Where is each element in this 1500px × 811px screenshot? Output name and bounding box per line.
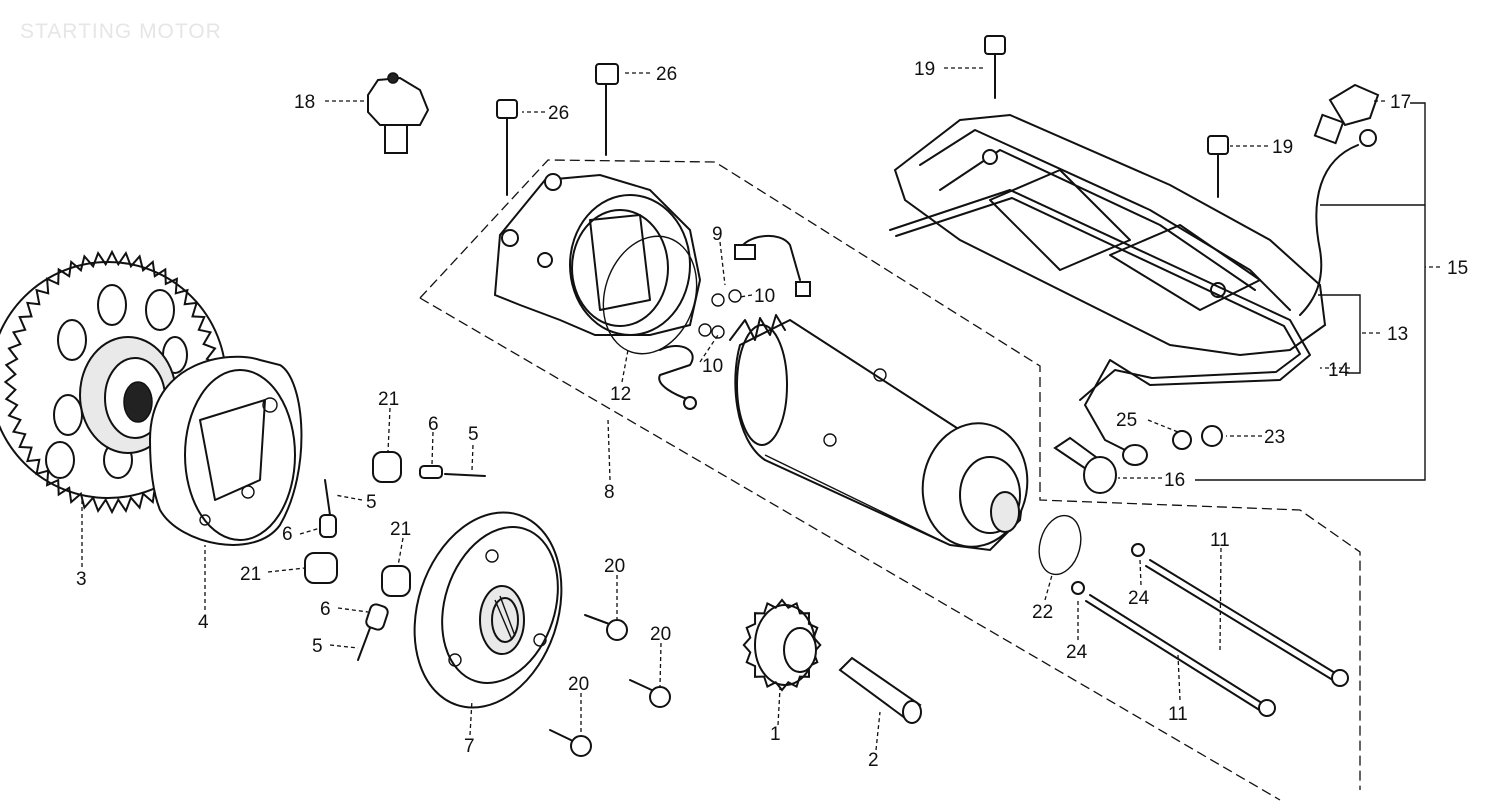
motor-body bbox=[729, 314, 1029, 552]
callout-6a: 6 bbox=[428, 414, 439, 435]
callout-labels: 1 2 3 4 5 5 5 6 6 6 7 8 9 10 10 11 11 12… bbox=[76, 59, 1468, 771]
diagram-title: STARTING MOTOR bbox=[20, 20, 222, 43]
callout-21b: 21 bbox=[390, 519, 411, 540]
callout-20b: 20 bbox=[650, 624, 671, 645]
callout-14: 14 bbox=[1328, 360, 1350, 381]
callout-4: 4 bbox=[198, 612, 209, 633]
callout-20a: 20 bbox=[604, 556, 625, 577]
callout-11b: 11 bbox=[1168, 704, 1188, 725]
callout-19a: 19 bbox=[914, 59, 935, 80]
callout-11a: 11 bbox=[1210, 530, 1230, 551]
cover-mount-bolts bbox=[984, 35, 1229, 198]
callout-6b: 6 bbox=[282, 524, 293, 545]
callout-19b: 19 bbox=[1272, 137, 1293, 158]
cover-gasket bbox=[889, 189, 1311, 456]
callout-21c: 21 bbox=[240, 564, 261, 585]
callout-16: 16 bbox=[1164, 470, 1185, 491]
springs-and-caps bbox=[319, 465, 486, 661]
leader-lines bbox=[81, 67, 1440, 751]
brush-holder bbox=[658, 234, 811, 410]
motor-front-cover bbox=[493, 173, 702, 336]
starter-cable bbox=[1299, 83, 1380, 316]
callout-1: 1 bbox=[770, 724, 781, 745]
callout-22: 22 bbox=[1032, 602, 1053, 623]
long-bolts bbox=[496, 63, 619, 196]
neutral-switch bbox=[367, 72, 430, 154]
callout-3: 3 bbox=[76, 569, 87, 590]
idle-gear-shaft bbox=[838, 656, 922, 724]
assembly-outline bbox=[419, 159, 1361, 801]
callout-12: 12 bbox=[610, 384, 631, 405]
callout-20c: 20 bbox=[568, 674, 589, 695]
o-ring-22 bbox=[1038, 514, 1082, 576]
callout-25: 25 bbox=[1116, 410, 1137, 431]
callout-10b: 10 bbox=[702, 356, 723, 377]
motor-cover bbox=[893, 113, 1327, 357]
callout-13: 13 bbox=[1387, 324, 1408, 345]
callout-17: 17 bbox=[1390, 92, 1411, 113]
callout-5a: 5 bbox=[468, 424, 479, 445]
callout-9: 9 bbox=[712, 224, 723, 245]
cover-bolts bbox=[549, 614, 671, 757]
terminal-parts bbox=[1053, 425, 1223, 494]
clutch-outer bbox=[148, 355, 303, 546]
callout-15: 15 bbox=[1447, 258, 1468, 279]
callout-24b: 24 bbox=[1066, 642, 1088, 663]
starter-idle-gear bbox=[742, 598, 822, 692]
callout-5b: 5 bbox=[366, 492, 377, 513]
callout-8: 8 bbox=[604, 482, 615, 503]
callout-6c: 6 bbox=[320, 599, 331, 620]
o-ring-12 bbox=[602, 235, 698, 355]
callout-bracket bbox=[1195, 102, 1426, 481]
callout-23: 23 bbox=[1264, 427, 1285, 448]
callout-2: 2 bbox=[868, 750, 879, 771]
through-bolts bbox=[1071, 543, 1349, 717]
callout-26b: 26 bbox=[656, 64, 677, 85]
callout-21a: 21 bbox=[378, 389, 399, 410]
callout-24a: 24 bbox=[1128, 588, 1150, 609]
callout-5c: 5 bbox=[312, 636, 323, 657]
callout-7: 7 bbox=[464, 736, 475, 757]
callout-10a: 10 bbox=[754, 286, 775, 307]
callout-18: 18 bbox=[294, 92, 315, 113]
starter-clutch-plate bbox=[413, 511, 563, 709]
callout-26a: 26 bbox=[548, 103, 569, 124]
